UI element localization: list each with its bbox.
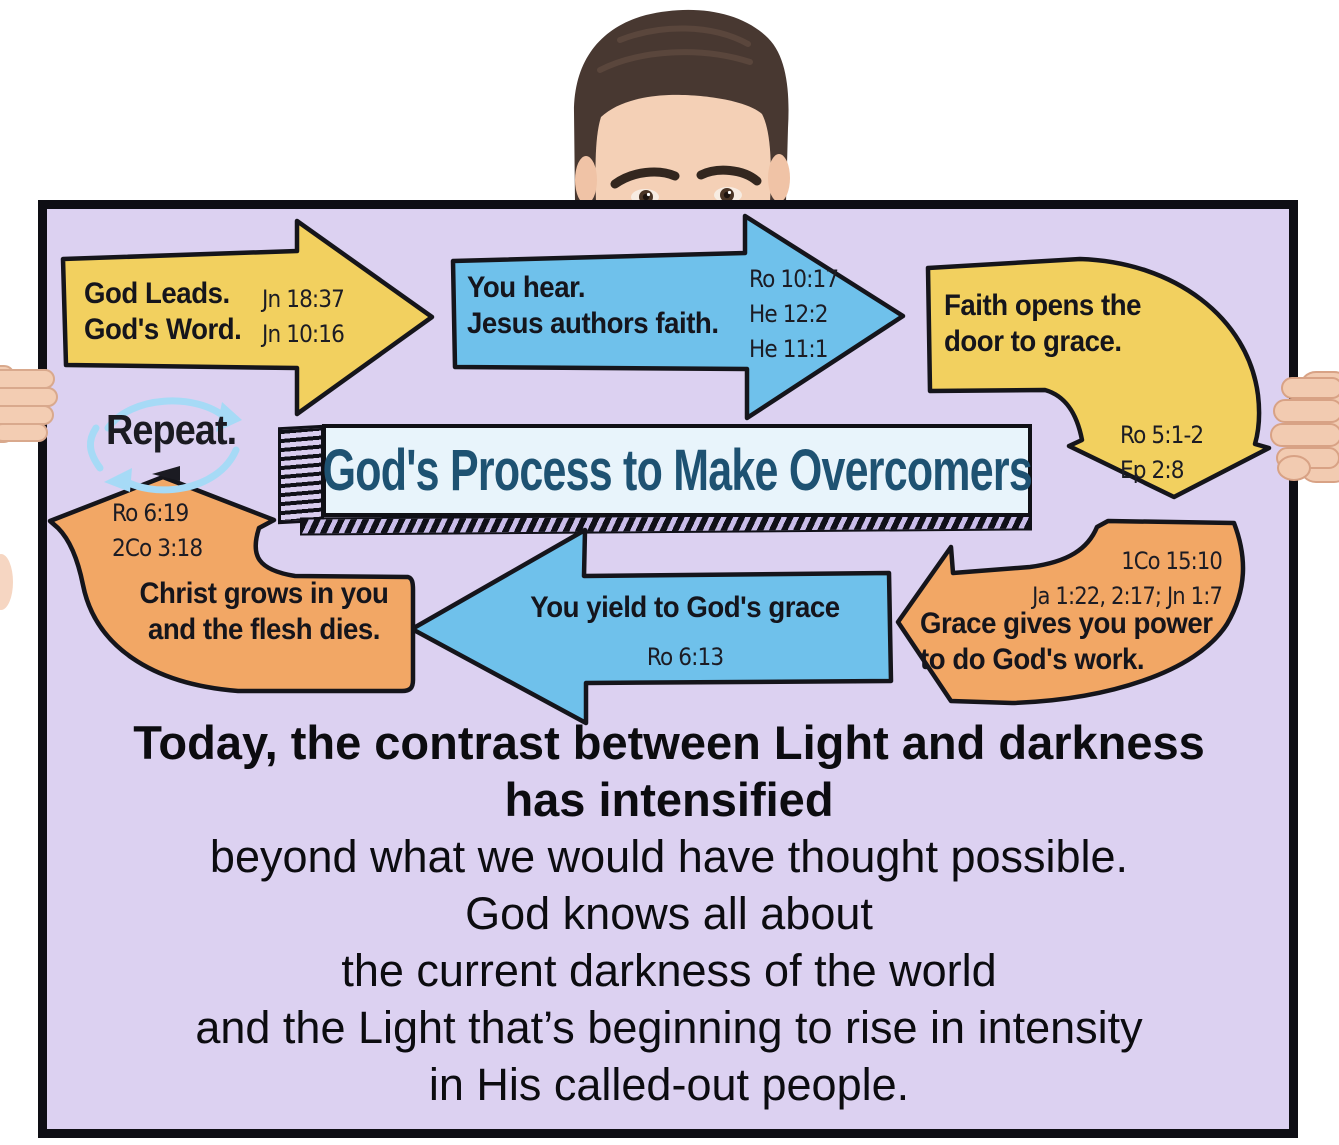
scripture-ref: 1Co 15:10 [1121, 547, 1223, 575]
scripture-ref: Jn 18:37 [262, 285, 345, 313]
scripture-ref: Ro 6:13 [646, 643, 724, 671]
banner-3d-edge-left [278, 424, 324, 525]
arrow-faith-opens-line2: door to grace. [944, 325, 1122, 358]
man-left-eyebrow [610, 167, 680, 189]
man-face [595, 94, 771, 202]
arrow-faith-opens-label: Faith opens the door to grace. [944, 288, 1142, 360]
man-right-ear [768, 154, 790, 202]
man-hair [574, 9, 789, 202]
man-right-eyebrow [696, 165, 762, 186]
scripture-ref: Jn 10:16 [262, 320, 345, 348]
arrow-you-yield-refs: Ro 6:13 [523, 640, 847, 675]
scripture-ref: He 12:2 [749, 300, 829, 328]
arrow-you-hear-refs: Ro 10:17 He 12:2 He 11:1 [749, 262, 839, 367]
arrow-grace-gives-line1: Grace gives you power [920, 607, 1213, 640]
arrow-christ-grows-refs: Ro 6:19 2Co 3:18 [112, 496, 203, 566]
process-title-banner: God's Process to Make Overcomers [322, 424, 1032, 517]
arrow-you-yield-line1: You yield to God's grace [530, 591, 840, 624]
arrow-god-leads-refs: Jn 18:37 Jn 10:16 [262, 282, 345, 352]
arrow-grace-gives-refs: 1Co 15:10 Ja 1:22, 2:17; Jn 1:7 [965, 544, 1223, 614]
man-hair-highlight [597, 25, 753, 73]
scripture-ref: Ro 6:19 [112, 499, 189, 527]
message-line: the current darkness of the world [341, 945, 997, 996]
arrow-faith-opens-line1: Faith opens the [944, 289, 1142, 322]
scripture-ref: Ro 5:1-2 [1120, 421, 1204, 449]
man-head [574, 9, 790, 205]
man-left-ear [575, 156, 597, 204]
message-line: beyond what we would have thought possib… [209, 831, 1129, 882]
message-line: God knows all about [465, 888, 873, 939]
poster-message: Today, the contrast between Light and da… [50, 714, 1288, 1113]
arrow-you-hear-line2: Jesus authors faith. [467, 307, 719, 340]
arrow-god-leads-label: God Leads. God's Word. [84, 276, 242, 348]
arrow-christ-grows-label: Christ grows in you and the flesh dies. [120, 576, 407, 648]
arrow-you-yield-label: You yield to God's grace [519, 590, 850, 626]
arrow-grace-gives-line2: to do God's work. [920, 643, 1145, 676]
scripture-ref: Ro 10:17 [749, 265, 839, 293]
arrow-god-leads-line2: God's Word. [84, 313, 242, 346]
repeat-label: Repeat. [106, 406, 237, 453]
arrow-you-hear-line1: You hear. [467, 271, 586, 304]
message-line: and the Light that’s beginning to rise i… [195, 1002, 1143, 1053]
message-line: has intensified [504, 773, 834, 826]
message-line: in His called-out people. [428, 1059, 910, 1110]
arrow-you-hear-label: You hear. Jesus authors faith. [467, 270, 719, 342]
message-line: Today, the contrast between Light and da… [133, 716, 1205, 769]
scripture-ref: 2Co 3:18 [112, 534, 203, 562]
scripture-ref: He 11:1 [749, 335, 829, 363]
arrow-grace-gives-label: Grace gives you power to do God's work. [920, 606, 1213, 678]
arrow-christ-grows-line2: and the flesh dies. [147, 613, 381, 646]
arrow-christ-grows-line1: Christ grows in you [139, 577, 389, 610]
arrow-god-leads-line1: God Leads. [84, 277, 230, 310]
banner-title: God's Process to Make Overcomers [322, 438, 1032, 503]
scripture-ref: Ep 2:8 [1120, 456, 1184, 484]
arrow-faith-opens-refs: Ro 5:1-2 Ep 2:8 [1120, 418, 1204, 488]
